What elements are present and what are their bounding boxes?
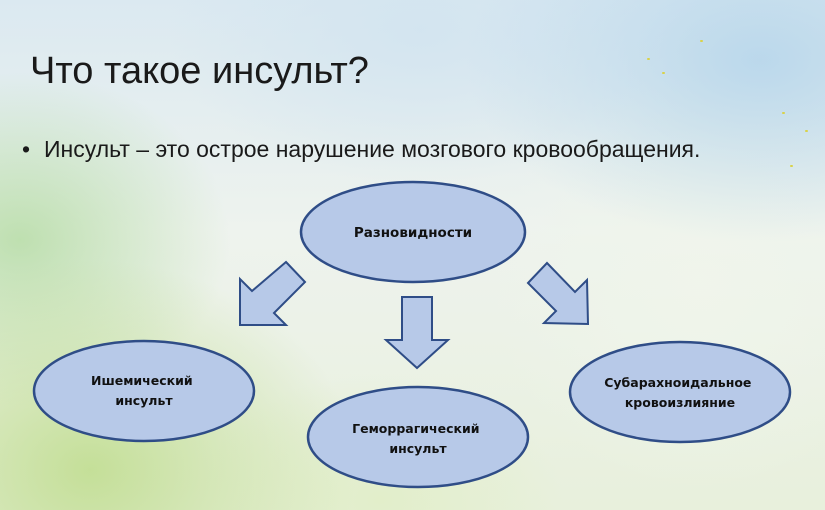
arrow-down-icon	[383, 296, 451, 370]
node-subarachnoid-hemorrhage-shape	[568, 340, 792, 444]
bullet-text: Инсульт – это острое нарушение мозгового…	[44, 136, 701, 162]
sparkle-decoration	[662, 72, 665, 74]
node-hemorrhagic-stroke-line-1: Геморрагический	[352, 421, 479, 436]
node-ischemic-stroke-label: Ишемический инсульт	[91, 373, 197, 408]
node-subarachnoid-hemorrhage-line-2: кровоизлияние	[625, 395, 735, 410]
bullet-point-icon: •	[22, 136, 31, 162]
sparkle-decoration	[805, 130, 808, 132]
bullet-item: • Инсульт – это острое нарушение мозговог…	[22, 136, 700, 163]
node-ischemic-stroke-shape	[32, 339, 256, 443]
node-subarachnoid-hemorrhage: Субарахноидальное кровоизлияние	[568, 340, 792, 444]
sparkle-decoration	[782, 112, 785, 114]
sparkle-decoration	[790, 165, 793, 167]
node-subarachnoid-hemorrhage-line-1: Субарахноидальное	[604, 375, 751, 390]
arrow-down-left-icon	[239, 260, 307, 326]
node-subarachnoid-hemorrhage-label: Субарахноидальное кровоизлияние	[604, 375, 756, 410]
center-node: Разновидности	[299, 180, 527, 284]
node-hemorrhagic-stroke: Геморрагический инсульт	[306, 385, 530, 489]
slide-title: Что такое инсульт?	[30, 50, 369, 92]
sparkle-decoration	[647, 58, 650, 60]
node-ischemic-stroke: Ишемический инсульт	[32, 339, 256, 443]
center-node-shape	[299, 180, 527, 284]
arrow-down-right-icon	[526, 261, 590, 326]
node-hemorrhagic-stroke-label: Геморрагический инсульт	[352, 421, 484, 456]
node-hemorrhagic-stroke-shape	[306, 385, 530, 489]
node-ischemic-stroke-line-1: Ишемический	[91, 373, 193, 388]
node-ischemic-stroke-line-2: инсульт	[115, 393, 173, 408]
center-node-label: Разновидности	[354, 225, 472, 241]
sparkle-decoration	[700, 40, 703, 42]
node-hemorrhagic-stroke-line-2: инсульт	[389, 441, 447, 456]
